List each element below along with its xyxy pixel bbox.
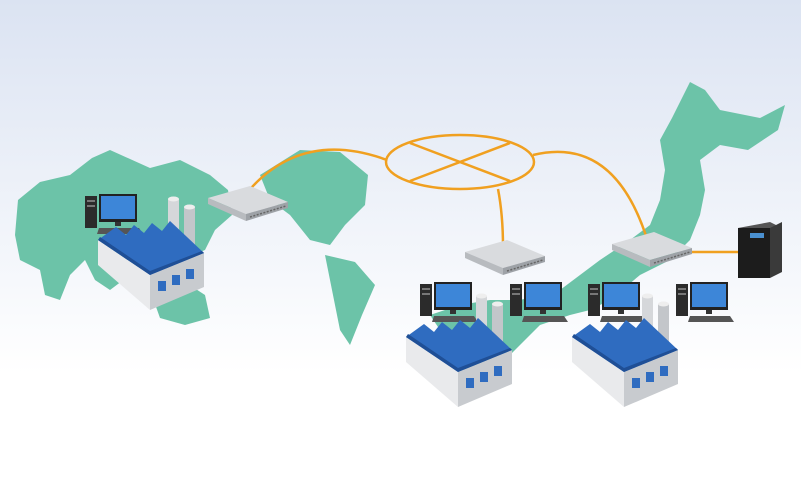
- wan-ring: [384, 133, 536, 191]
- link-overseas: [244, 148, 388, 196]
- south-america-shape: [325, 255, 375, 345]
- pc-icon: [676, 282, 734, 322]
- pc-icon: [510, 282, 568, 322]
- north-america-shape: [260, 150, 368, 245]
- pc-icon: [420, 282, 478, 322]
- server-icon: [738, 222, 782, 278]
- link-site-b: [532, 150, 650, 243]
- network-links: [244, 133, 740, 254]
- pc-icon: [588, 282, 646, 322]
- eurasia-shape: [15, 150, 232, 300]
- japan-map-shape: [430, 82, 785, 395]
- wan-cross-line: [409, 141, 511, 183]
- world-map: [15, 82, 785, 395]
